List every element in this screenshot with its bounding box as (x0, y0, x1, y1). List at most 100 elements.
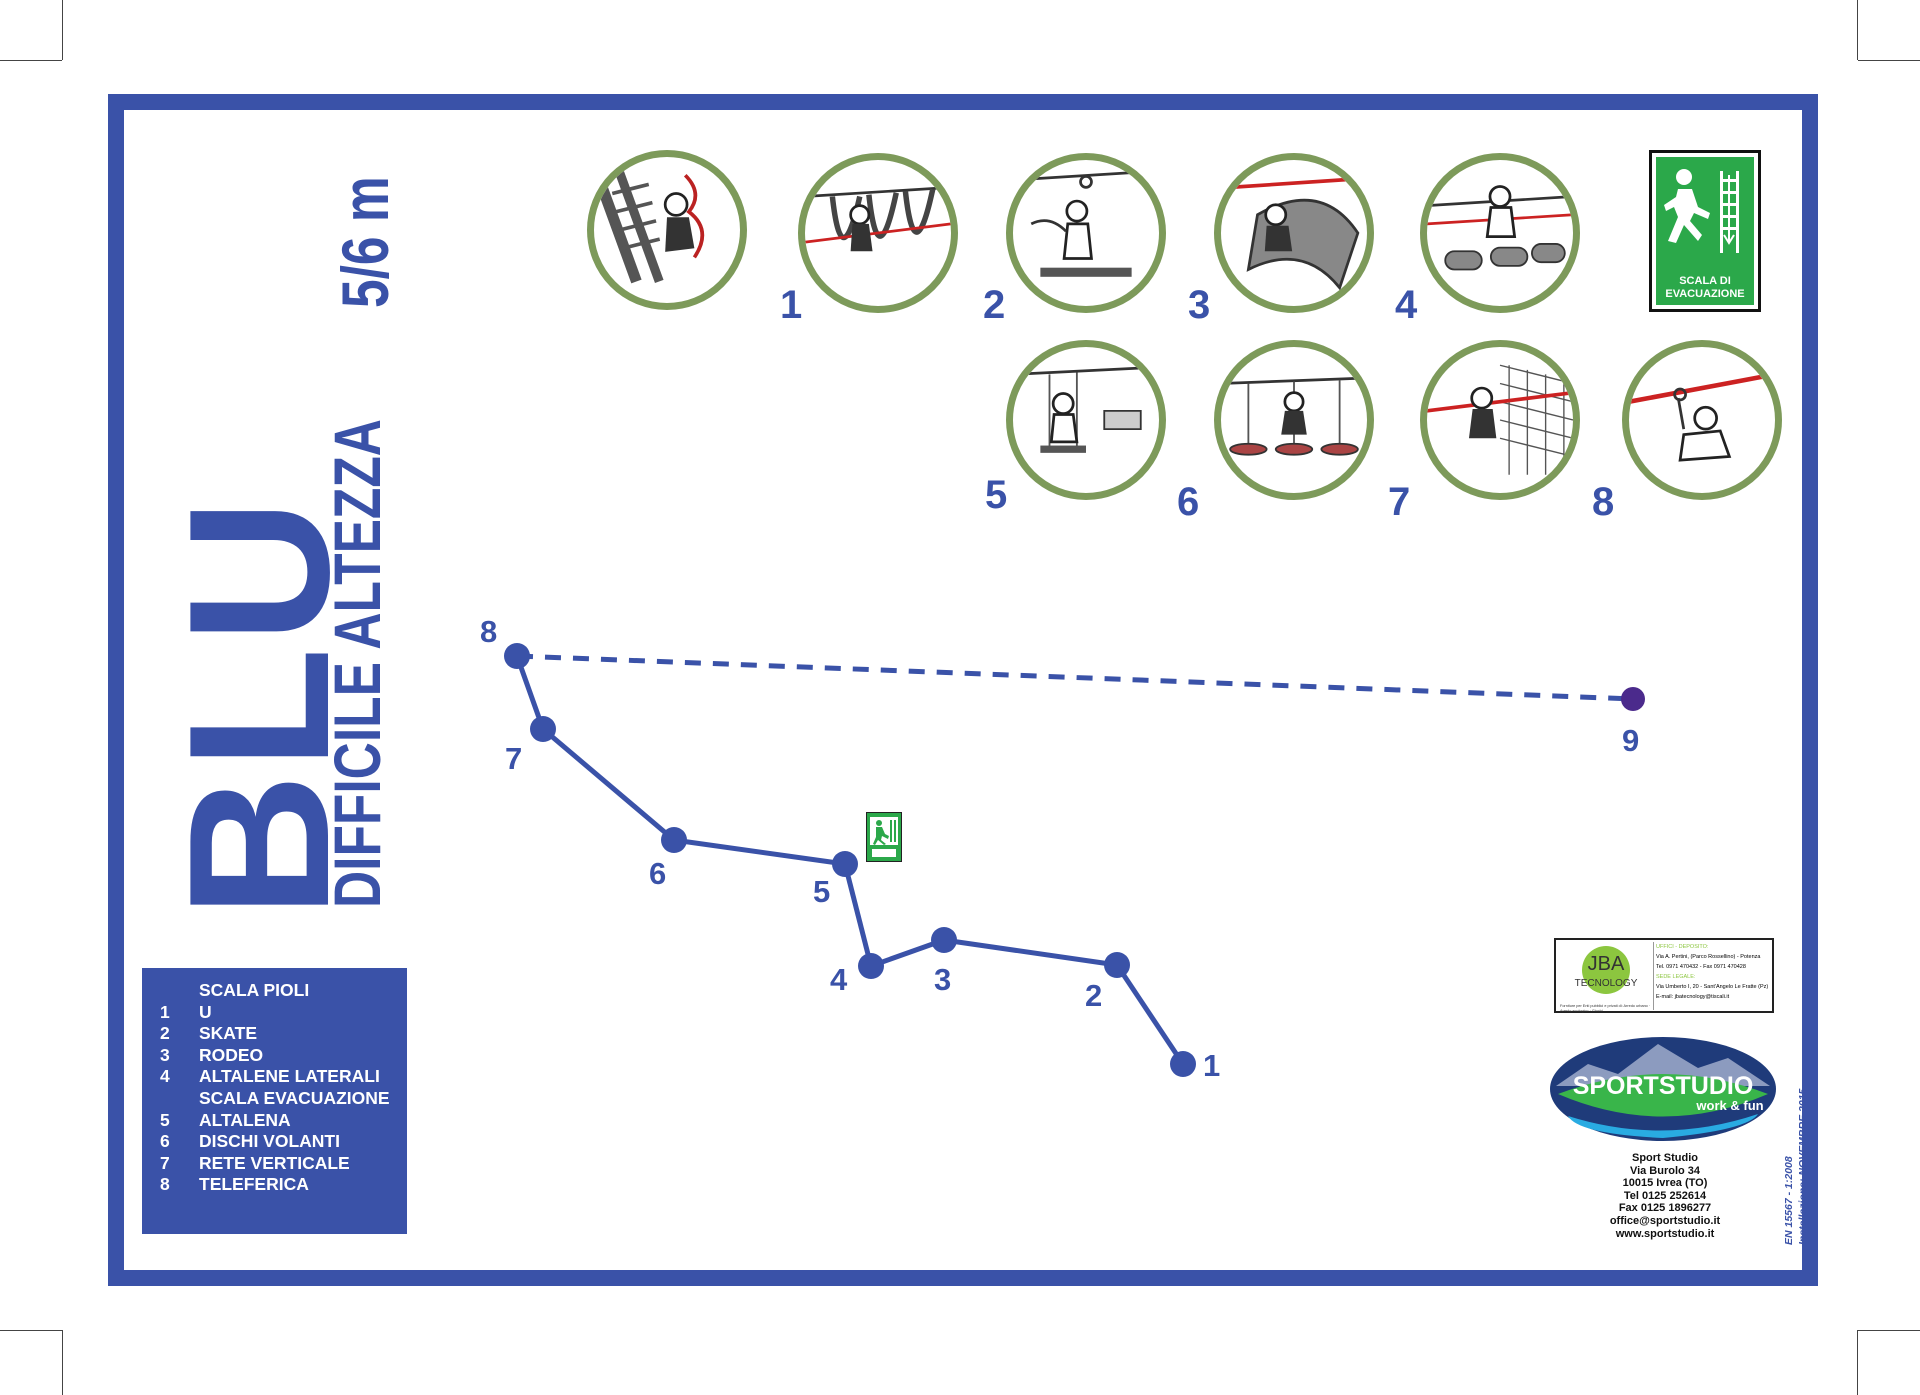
jba-email: E-mail: jbatecnology@tiscali.it (1656, 994, 1730, 1000)
legend-label: ALTALENA (199, 1109, 291, 1130)
route-segment (943, 937, 1118, 968)
legend-row: 7 RETE VERTICALE (160, 1153, 407, 1175)
crop-mark (0, 1330, 62, 1331)
route-stop-label: 5 (813, 874, 831, 909)
activity-picture-number: 4 (1395, 283, 1418, 327)
route-stop (1170, 1051, 1196, 1077)
swing-icon (1013, 365, 1159, 453)
activity-picture (1420, 340, 1580, 500)
route-stop (1104, 952, 1130, 978)
map-evacuation-marker (866, 812, 902, 862)
legend-label: SKATE (199, 1023, 258, 1044)
activity-picture (798, 153, 958, 313)
route-stop-label: 2 (1085, 978, 1103, 1013)
emergency-exit-icon (870, 817, 898, 857)
legend-row: SCALA PIOLI (160, 980, 407, 1002)
sportstudio-address-line: office@sportstudio.it (1609, 1214, 1721, 1227)
sportstudio-logo: SPORTSTUDIO work & fun (1550, 1037, 1776, 1141)
route-end-point (1621, 687, 1645, 711)
activity-picture-number: 5 (985, 473, 1008, 517)
legend-number: 8 (160, 1174, 170, 1195)
ladder-climb-icon (594, 168, 704, 284)
legend-label: SCALA PIOLI (199, 980, 310, 1000)
jba-legal-heading: SEDE LEGALE: (1656, 974, 1696, 980)
crop-mark (1857, 1330, 1858, 1395)
legend-number: 3 (160, 1044, 170, 1065)
route-stop (832, 851, 858, 877)
route-stop-label: 9 (1622, 723, 1640, 758)
zipline-icon (1629, 372, 1775, 462)
jba-office-line1: Via A. Pertini, (Parco Rossellino) - Pot… (1656, 954, 1761, 960)
skate-icon (1013, 169, 1159, 277)
route-stop (530, 716, 556, 742)
rodeo-icon (1230, 176, 1367, 291)
evacuation-sign-panel: SCALA DI EVACUAZIONE (1656, 157, 1754, 305)
sportstudio-address-line: 10015 Ivrea (TO) (1622, 1177, 1708, 1190)
emergency-exit-icon (1664, 169, 1739, 253)
legend-number: 5 (160, 1109, 170, 1130)
legend-label: TELEFERICA (199, 1174, 309, 1195)
legend-row: 8 TELEFERICA (160, 1174, 407, 1196)
route-segment (541, 727, 676, 842)
activity-picture (1214, 340, 1374, 500)
legend-number: 7 (160, 1152, 170, 1173)
legend-label: SCALA EVACUAZIONE (199, 1087, 390, 1108)
activity-picture-number: 7 (1388, 480, 1411, 524)
jba-logo-name: JBA (1588, 953, 1625, 975)
activity-picture-number: 2 (983, 283, 1006, 327)
crop-mark (1857, 0, 1858, 60)
installation-date: Installazione: NOVEMBRE 2015 (1797, 1088, 1809, 1245)
activity-picture-number: 6 (1177, 480, 1200, 524)
sportstudio-address-line: Via Burolo 34 (1629, 1164, 1701, 1177)
legend-label: RETE VERTICALE (199, 1152, 350, 1173)
activity-picture (1006, 340, 1166, 500)
legend-number: 6 (160, 1131, 170, 1152)
evacuation-sign: SCALA DI EVACUAZIONE (1649, 150, 1761, 312)
crop-mark (0, 60, 62, 61)
activity-picture (1006, 153, 1166, 313)
legend-number: 2 (160, 1023, 170, 1044)
jba-info-box: JBA TECNOLOGY Forniture per Enti pubblic… (1554, 938, 1774, 1013)
legend-row: 3 RODEO (160, 1045, 407, 1067)
map-frame (108, 94, 1818, 1286)
activity-picture-number: 8 (1592, 480, 1615, 524)
legend-number: 1 (160, 1001, 170, 1022)
route-stop-label: 7 (505, 741, 523, 776)
crop-mark (62, 0, 63, 60)
route-stop-label: 1 (1203, 1048, 1221, 1083)
legend-row: 5 ALTALENA (160, 1110, 407, 1132)
route-stop (858, 953, 884, 979)
route-stop (661, 827, 687, 853)
activity-picture (1420, 153, 1580, 313)
activity-picture-number: 3 (1188, 283, 1211, 327)
route-segment (842, 863, 874, 967)
route-stop (504, 643, 530, 669)
jba-legal-line1: Via Umberto I, 20 - Sant'Angelo Le Fratt… (1656, 984, 1769, 990)
activity-picture (1622, 340, 1782, 500)
route-stop-label: 8 (480, 614, 498, 649)
legend-label: RODEO (199, 1044, 264, 1065)
certification-standard: EN 15567 - 1:2008 (1783, 1156, 1795, 1245)
jba-office-heading: UFFICI - DEPOSITO: (1656, 944, 1709, 950)
route-stop-label: 3 (934, 962, 952, 997)
sportstudio-address-line: Sport Studio (1632, 1152, 1698, 1164)
route-stop (931, 927, 957, 953)
jba-office-line2: Tel. 0971 470432 - Fax 0971 470428 (1656, 964, 1746, 970)
certification-note: EN 15567 - 1:2008 Installazione: NOVEMBR… (1782, 1089, 1810, 1245)
crop-mark (62, 1330, 63, 1395)
evacuation-sign-line2: EVACUAZIONE (1665, 288, 1745, 300)
activity-picture (587, 150, 747, 310)
jba-logo-subname: TECNOLOGY (1575, 978, 1638, 989)
sportstudio-tagline: work & fun (1695, 1098, 1763, 1113)
legend-label: U (199, 1001, 212, 1022)
crop-mark (1858, 1330, 1920, 1331)
vertical-net-icon (1427, 364, 1573, 475)
route-segment (673, 837, 846, 867)
activity-picture-number: 1 (780, 283, 803, 327)
sportstudio-address-line: www.sportstudio.it (1615, 1227, 1715, 1240)
